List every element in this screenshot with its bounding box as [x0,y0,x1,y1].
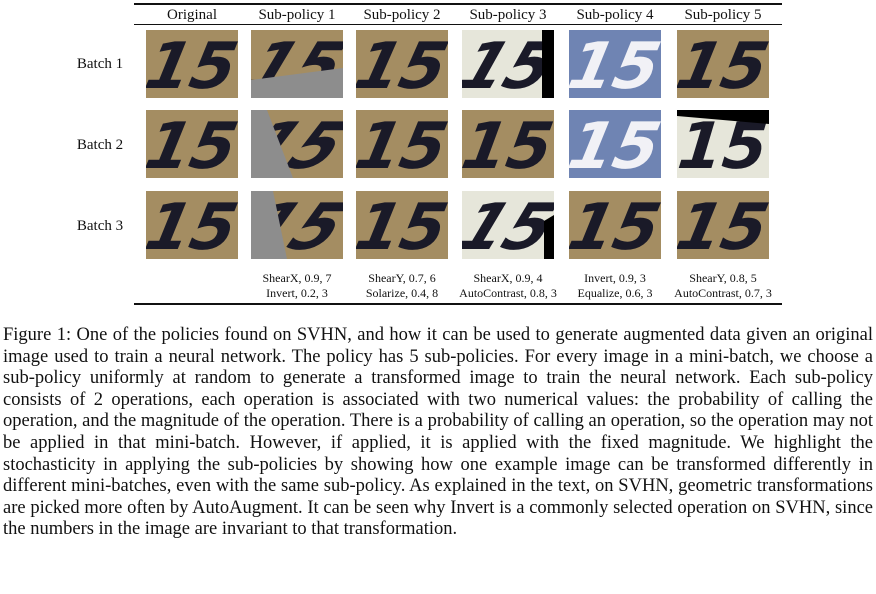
digit-text: 15 [146,110,238,178]
tile-background [356,110,448,178]
transform-fill-region [251,191,287,259]
transform-fill-region [544,215,554,259]
digit-image: 15 [677,191,769,259]
digit-image-tile: 15 [356,191,448,259]
sub-policy-operation: Equalize, 0.6, 3 [577,286,653,300]
digit-text: 15 [462,110,554,178]
column-header: Original [167,7,217,23]
digit-text: 15 [677,191,769,259]
sub-policy-operation: Invert, 0.2, 3 [266,286,328,300]
digit-image-tile: 15 [146,110,238,178]
table-bottom-rule [134,303,782,305]
column-header: Sub-policy 5 [684,7,762,23]
digit-text: 15 [462,30,554,98]
digit-text: 15 [569,30,661,98]
digit-image-tile: 15 [462,191,554,259]
tile-background [462,110,554,178]
digit-image: 15 [462,110,554,178]
digit-image: 15 [569,110,661,178]
digit-text: 15 [569,110,661,178]
row-label: Batch 3 [76,218,124,234]
digit-text: 15 [356,30,448,98]
digit-image-tile: 15 [569,110,661,178]
column-header: Sub-policy 3 [469,7,547,23]
digit-text: 15 [356,110,448,178]
digit-image-tile: 15 [677,191,769,259]
tile-background [146,191,238,259]
digit-image-tile: 15 [146,30,238,98]
tile-background [569,30,661,98]
digit-image-tile: 15 [569,30,661,98]
column-header: Sub-policy 4 [576,7,654,23]
digit-image: 15 [146,110,238,178]
digit-image: 15 [146,30,238,98]
digit-image-tile: 15 [569,191,661,259]
transform-fill-region [677,110,769,124]
transform-fill-region [251,68,343,98]
digit-text: 15 [146,30,238,98]
digit-image-tile: 15 [677,110,769,178]
tile-background [146,30,238,98]
sub-policy-operation: ShearX, 0.9, 4 [473,271,543,285]
column-header: Sub-policy 1 [258,7,336,23]
digit-text: 15 [569,191,661,259]
digit-text: 15 [356,191,448,259]
tile-background [356,191,448,259]
sub-policy-operation: Invert, 0.9, 3 [584,271,646,285]
tile-background [677,30,769,98]
digit-image-tile: 15 [251,110,343,178]
tile-background [569,110,661,178]
transform-fill-region [542,30,554,98]
digit-image: 15 [251,110,343,178]
tile-background [146,110,238,178]
digit-text: 15 [146,191,238,259]
digit-text: 15 [462,191,554,259]
digit-image-tile: 15 [146,191,238,259]
digit-image: 15 [251,30,343,98]
digit-image-tile: 15 [356,110,448,178]
digit-image: 15 [677,110,769,178]
sub-policy-operation: AutoContrast, 0.7, 3 [674,286,772,300]
digit-image-tile: 15 [462,30,554,98]
figure-caption-text: One of the policies found on SVHN, and h… [3,325,874,540]
digit-image-tile: 15 [251,191,343,259]
digit-image: 15 [356,110,448,178]
digit-image-tile: 15 [356,30,448,98]
digit-image: 15 [356,30,448,98]
table-header-rule [134,24,782,25]
row-label: Batch 2 [76,137,124,153]
transform-fill-region [251,110,293,178]
sub-policy-operation: AutoContrast, 0.8, 3 [459,286,557,300]
tile-background [677,191,769,259]
figure-label: Figure 1: [3,325,72,345]
digit-image-tile: 15 [251,30,343,98]
digit-image: 15 [462,30,554,98]
tile-background [569,191,661,259]
column-header: Sub-policy 2 [363,7,441,23]
sub-policy-operation: Solarize, 0.4, 8 [365,286,439,300]
sub-policy-operation: ShearY, 0.8, 5 [689,271,757,285]
row-label: Batch 1 [76,56,124,72]
tile-background [462,191,554,259]
tile-background [356,30,448,98]
digit-image-tile: 15 [462,110,554,178]
digit-image: 15 [569,191,661,259]
digit-image: 15 [569,30,661,98]
digit-image: 15 [146,191,238,259]
digit-image: 15 [462,191,554,259]
digit-image: 15 [356,191,448,259]
tile-background [462,30,554,98]
digit-image-tile: 15 [677,30,769,98]
table-top-rule [134,3,782,5]
sub-policy-operation: ShearX, 0.9, 7 [262,271,332,285]
digit-image: 15 [251,191,343,259]
figure-caption: Figure 1: One of the policies found on S… [3,325,873,541]
digit-text: 15 [677,30,769,98]
digit-image: 15 [677,30,769,98]
sub-policy-operation: ShearY, 0.7, 6 [368,271,436,285]
